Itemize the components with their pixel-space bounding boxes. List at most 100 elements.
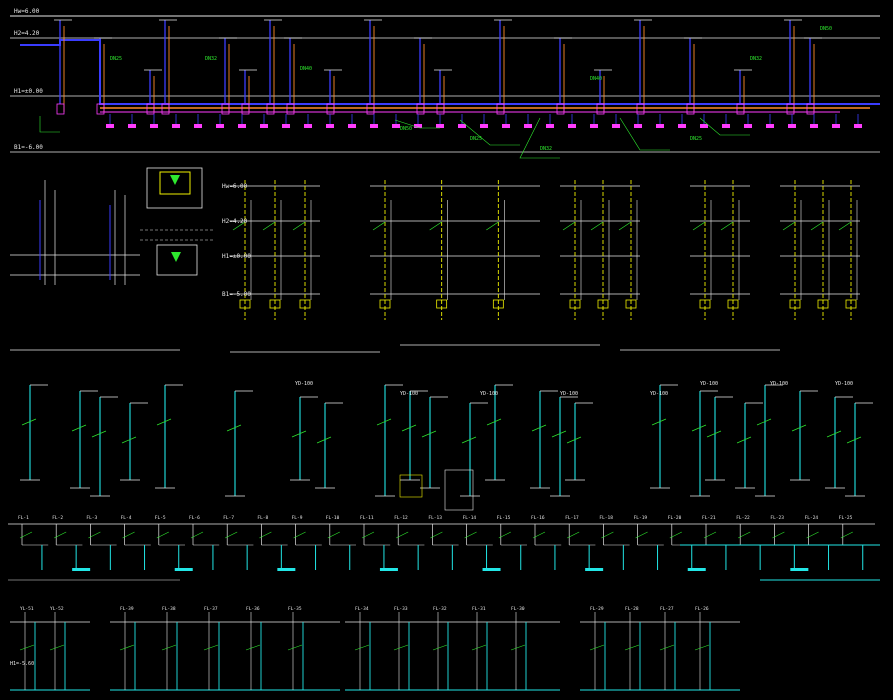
green-leader bbox=[293, 531, 306, 539]
riser-label: YD-100 bbox=[770, 381, 788, 387]
fixture-block bbox=[238, 124, 246, 128]
fixture-block bbox=[854, 124, 862, 128]
sump-box bbox=[492, 299, 504, 309]
riser-label: YD-100 bbox=[650, 391, 668, 397]
fixture-block bbox=[546, 124, 554, 128]
sump-box bbox=[597, 299, 609, 309]
green-leader bbox=[461, 436, 477, 444]
green-leader bbox=[464, 531, 477, 539]
valve-symbol bbox=[496, 103, 505, 115]
green-leader bbox=[692, 221, 706, 231]
leader-line bbox=[459, 119, 520, 146]
level-label-h1: H1=±0.00 bbox=[14, 88, 43, 95]
cyan-riser-row: YD-100 YD-100 YD-100 YD-100 YD-100 YD-10… bbox=[20, 381, 873, 511]
fl-tag: FL-10 bbox=[326, 515, 340, 521]
cyan-label-bar bbox=[585, 568, 604, 571]
fixture-block bbox=[568, 124, 576, 128]
fixture-block bbox=[524, 124, 532, 128]
mid-riser-diagrams bbox=[230, 180, 860, 320]
sump-box bbox=[436, 299, 448, 309]
fl-tag: FL-13 bbox=[428, 515, 442, 521]
fl-tag: FL-19 bbox=[634, 515, 648, 521]
green-leader bbox=[589, 644, 605, 651]
fl-tag: FL-18 bbox=[599, 515, 613, 521]
valve-symbol bbox=[736, 103, 745, 115]
green-leader bbox=[54, 531, 67, 539]
fixture-block bbox=[172, 124, 180, 128]
valve-symbol bbox=[786, 103, 795, 115]
fixture-block bbox=[260, 124, 268, 128]
sump-box bbox=[817, 299, 829, 309]
fl-tag: FL-34 bbox=[355, 606, 369, 612]
green-leader bbox=[782, 221, 796, 231]
green-leader bbox=[669, 531, 682, 539]
green-leader bbox=[601, 531, 614, 539]
green-leader bbox=[49, 644, 65, 651]
green-leader bbox=[122, 531, 135, 539]
fl-tag: YL-51 bbox=[20, 606, 34, 612]
fl-tag: FL-33 bbox=[394, 606, 408, 612]
fixture-block bbox=[194, 124, 202, 128]
cyan-label-bar bbox=[277, 568, 296, 571]
green-leader bbox=[161, 644, 177, 651]
fixture-block bbox=[634, 124, 642, 128]
fl-tag: FL-8 bbox=[257, 515, 268, 521]
detail-frame bbox=[146, 167, 203, 209]
valve-symbol bbox=[221, 103, 230, 115]
fl-tag: FL-17 bbox=[565, 515, 579, 521]
level-label-b1: B1=-6.00 bbox=[14, 144, 43, 151]
green-leader bbox=[156, 418, 172, 426]
green-leader bbox=[532, 531, 546, 539]
middle-section: Hw=6.00 H2=4.20 H1=±0.00 B1=-5.00 bbox=[10, 180, 860, 353]
green-leader bbox=[259, 531, 272, 539]
green-leader bbox=[354, 644, 370, 651]
green-leader bbox=[190, 531, 204, 539]
green-leader bbox=[91, 430, 107, 438]
cyan-label-bar bbox=[790, 568, 809, 571]
valve-symbol bbox=[241, 103, 250, 115]
detail-box-yellow bbox=[159, 171, 191, 195]
legend-box bbox=[444, 469, 474, 511]
leader-line bbox=[519, 117, 560, 159]
fixture-block bbox=[414, 124, 422, 128]
valve-symbol bbox=[436, 103, 445, 115]
fixture-block bbox=[370, 124, 378, 128]
fixture-block bbox=[700, 124, 708, 128]
green-leader bbox=[838, 221, 852, 231]
fixture-block bbox=[326, 124, 334, 128]
fixture-block bbox=[480, 124, 488, 128]
green-leader bbox=[486, 221, 499, 231]
legend-box-yellow bbox=[399, 474, 423, 498]
sump-box bbox=[727, 299, 739, 309]
level-label-h2: H2=4.20 bbox=[14, 30, 40, 37]
fixture-block bbox=[678, 124, 686, 128]
sump-box bbox=[239, 299, 251, 309]
top-tag-9: DN32 bbox=[750, 56, 762, 62]
fl-tag: FL-25 bbox=[839, 515, 853, 521]
fl-tag: FL-21 bbox=[702, 515, 716, 521]
top-tag-1: DN25 bbox=[110, 56, 122, 62]
green-leader bbox=[401, 424, 417, 432]
green-leader bbox=[316, 436, 332, 444]
fl-tag: FL-35 bbox=[288, 606, 302, 612]
riser-label: YD-100 bbox=[400, 391, 418, 397]
green-leader bbox=[471, 644, 487, 651]
down-arrow-icon bbox=[171, 252, 181, 262]
bottom-level-label: H1=-5.60 bbox=[10, 661, 34, 667]
fl-tag: FL-24 bbox=[805, 515, 819, 521]
valve-symbol bbox=[326, 103, 335, 115]
green-leader bbox=[486, 418, 502, 426]
sump-box bbox=[269, 299, 281, 309]
level-label-hw: Hw=6.00 bbox=[14, 8, 40, 15]
mid-level-h1: H1=±0.00 bbox=[222, 253, 251, 260]
fixture-block bbox=[810, 124, 818, 128]
fixture-block bbox=[106, 124, 114, 128]
valve-symbol bbox=[56, 103, 65, 115]
cyan-label-bar bbox=[379, 568, 398, 571]
cyan-label-bar bbox=[72, 568, 91, 571]
fl-tag: FL-6 bbox=[189, 515, 200, 521]
valve-symbol bbox=[596, 103, 605, 115]
green-leader bbox=[21, 418, 37, 426]
